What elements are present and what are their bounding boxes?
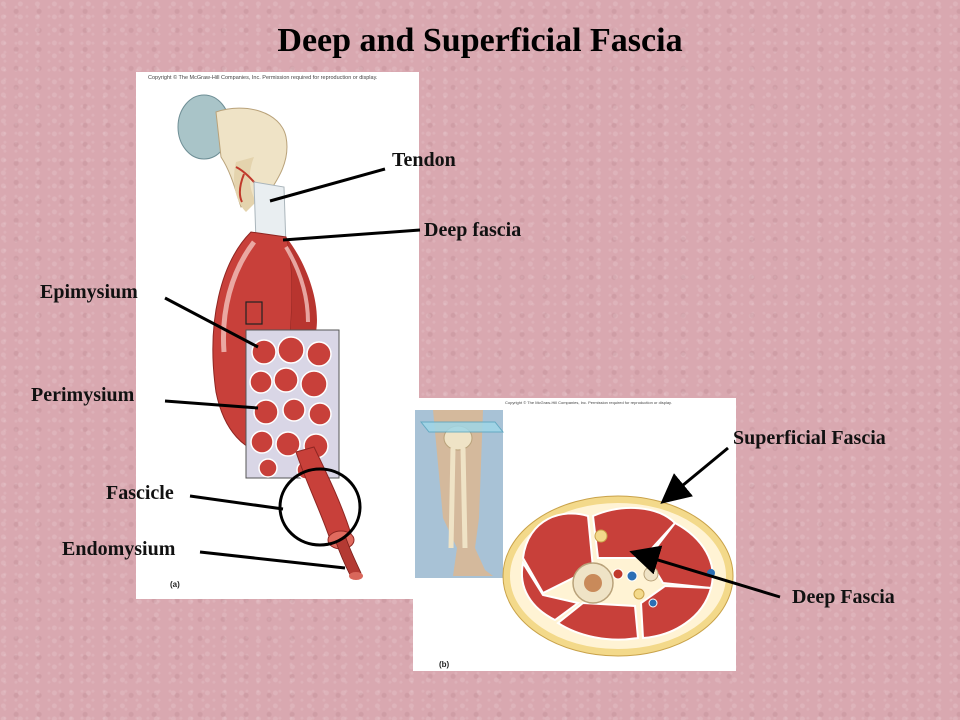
cross-section-illustration <box>415 410 734 657</box>
panel-label-a: (a) <box>170 580 180 589</box>
copyright-notice: Copyright © The McGraw-Hill Companies, I… <box>148 75 378 81</box>
label-tendon: Tendon <box>392 149 456 171</box>
label-epimysium: Epimysium <box>40 281 138 303</box>
slide-title: Deep and Superficial Fascia <box>277 22 683 59</box>
muscle-structure-figure: Copyright © The McGraw-Hill Companies, I… <box>136 72 419 599</box>
fascicle-leader <box>189 494 284 511</box>
epimysium-leader <box>164 296 259 349</box>
fascicle-highlight-circle <box>278 467 362 547</box>
copyright-notice-b: Copyright © The McGraw-Hill Companies, I… <box>505 400 672 405</box>
deep-fascia-arrow <box>629 545 781 599</box>
tendon-leader <box>269 167 386 203</box>
leg-cross-section-figure: Copyright © The McGraw-Hill Companies, I… <box>413 398 736 671</box>
superficial-fascia-arrow <box>660 446 729 504</box>
label-endomysium: Endomysium <box>62 538 176 560</box>
label-perimysium: Perimysium <box>31 384 135 406</box>
label-superficial-fascia: Superficial Fascia <box>733 427 886 449</box>
endomysium-leader <box>199 550 346 570</box>
label-deep-fascia: Deep fascia <box>424 219 522 241</box>
perimysium-leader <box>164 399 259 410</box>
label-deep-fascia-b: Deep Fascia <box>792 586 895 608</box>
deep-fascia-leader <box>282 228 421 242</box>
panel-label-b: (b) <box>439 660 450 669</box>
label-fascicle: Fascicle <box>106 482 174 504</box>
